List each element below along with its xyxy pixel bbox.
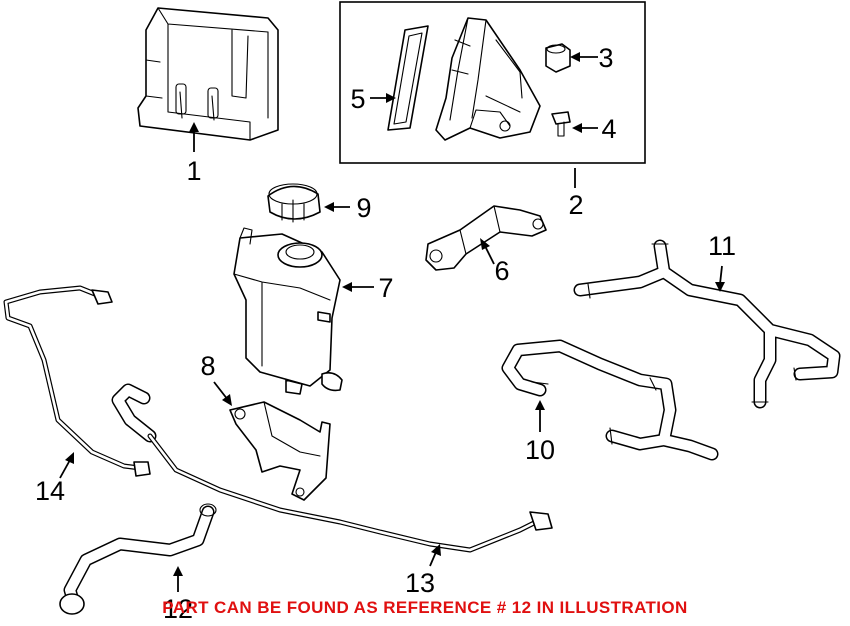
part-14-pipe: [3, 285, 151, 477]
part-8-bracket: [229, 401, 331, 501]
leader-lines: [59, 52, 725, 592]
callout-4: 4: [601, 114, 616, 144]
part-13-pipe: [111, 383, 553, 553]
part-12-hose: [59, 503, 217, 615]
part-9-cap: [267, 183, 321, 223]
callout-13: 13: [405, 568, 435, 598]
callout-14: 14: [35, 476, 65, 506]
callout-labels: 1 2 3 4 5 6 7 8 9 10 11 12 13 14: [35, 43, 736, 624]
part-3-grommet: [545, 43, 571, 73]
part-1-housing: [137, 7, 279, 141]
part-7-expansion-tank: [233, 227, 343, 395]
callout-3: 3: [598, 43, 613, 73]
callout-1: 1: [186, 156, 201, 186]
part-4-bolt: [551, 111, 571, 137]
callout-9: 9: [356, 193, 371, 223]
callout-5: 5: [350, 84, 365, 114]
callout-12: 12: [163, 594, 193, 624]
callout-6: 6: [494, 256, 509, 286]
reference-note: PART CAN BE FOUND AS REFERENCE # 12 IN I…: [162, 598, 688, 617]
callout-11: 11: [708, 231, 736, 261]
part-2-box: [339, 1, 646, 164]
part-10-hose: [501, 339, 719, 461]
callout-8: 8: [200, 351, 215, 381]
callout-10: 10: [525, 435, 555, 465]
part-11-hose: [573, 239, 841, 409]
part-2-intake-housing: [435, 17, 541, 141]
part-5-gasket: [387, 25, 429, 131]
callout-7: 7: [378, 273, 393, 303]
callout-2: 2: [568, 190, 583, 220]
part-6-bracket: [425, 205, 547, 271]
